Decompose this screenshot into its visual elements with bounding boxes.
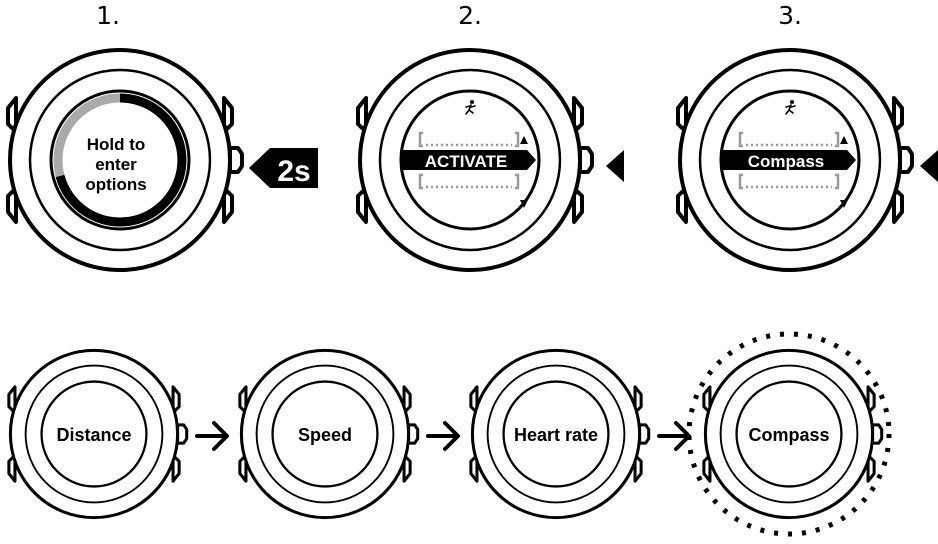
selected-menu-item: ACTIVATE bbox=[425, 152, 507, 171]
hold-text-line-3: options bbox=[85, 175, 146, 194]
display-sequence: Distance Speed Heart rate Compass bbox=[7, 331, 892, 537]
progress-ring-fill bbox=[55, 93, 187, 227]
hold-text-line-2: enter bbox=[95, 155, 137, 174]
step-number-3: 3. bbox=[778, 1, 802, 30]
menu-placeholder-bottom bbox=[738, 173, 840, 190]
sequence-label-distance: Distance bbox=[56, 425, 131, 445]
step-3: 3. Compass bbox=[676, 1, 938, 272]
sequence-label-speed: Speed bbox=[298, 425, 352, 445]
triangle-down-icon bbox=[520, 200, 528, 208]
press-2s-badge: 2s bbox=[249, 148, 318, 188]
triangle-up-icon bbox=[840, 136, 848, 144]
left-arrow-icon bbox=[606, 150, 624, 182]
step-2: 2. ACTIVATE bbox=[356, 1, 624, 272]
menu-placeholder-top bbox=[418, 131, 520, 148]
watch-step-2: ACTIVATE bbox=[356, 48, 594, 272]
triangle-up-icon bbox=[520, 136, 528, 144]
selected-menu-bar bbox=[400, 150, 536, 170]
left-arrow-icon bbox=[920, 150, 938, 182]
step-1: 1. Hold to enter options 2s bbox=[6, 1, 318, 272]
sequence-label-compass: Compass bbox=[748, 425, 829, 445]
triangle-down-icon bbox=[840, 200, 848, 208]
hold-text-line-1: Hold to bbox=[87, 135, 146, 154]
right-arrow-icon bbox=[657, 421, 691, 451]
menu-placeholder-top bbox=[738, 131, 840, 148]
menu-placeholder-bottom bbox=[418, 173, 520, 190]
right-arrow-icon bbox=[426, 421, 460, 451]
right-arrow-icon bbox=[195, 421, 229, 451]
step-number-1: 1. bbox=[96, 1, 120, 30]
selected-menu-item: Compass bbox=[748, 152, 825, 171]
selection-dotted-ring bbox=[686, 331, 892, 537]
sequence-label-heart-rate: Heart rate bbox=[514, 425, 598, 445]
selected-menu-bar bbox=[720, 150, 856, 170]
step-number-2: 2. bbox=[458, 1, 482, 30]
watch-step-3: Compass bbox=[676, 48, 914, 272]
press-duration-label: 2s bbox=[277, 155, 310, 188]
watch-step-1: Hold to enter options bbox=[6, 48, 244, 272]
